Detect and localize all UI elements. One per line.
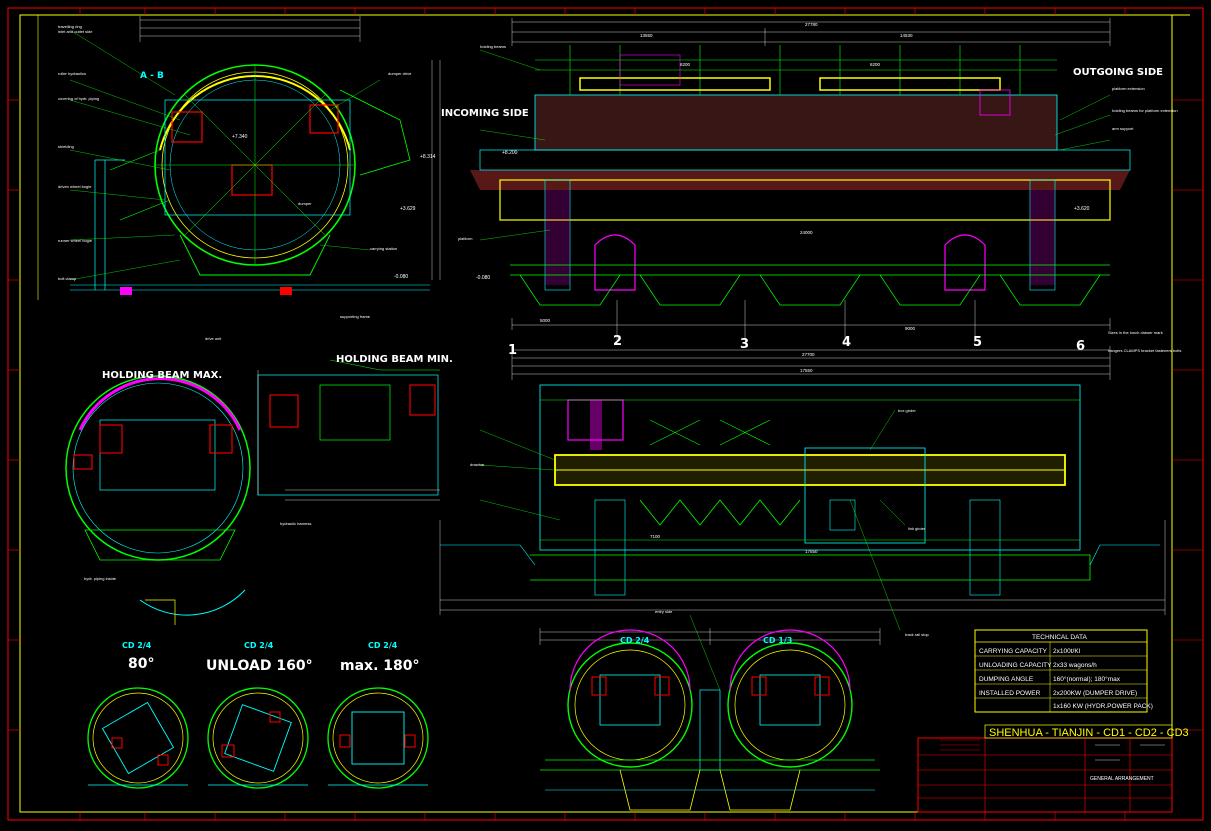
cross-section-a-b (37, 15, 441, 300)
callout-14: holding beams for platform extension (1112, 108, 1178, 113)
callout-4: covering of hydr. piping (58, 96, 99, 101)
section-marker: A - B (140, 71, 164, 81)
dim-10: 17550 (805, 549, 818, 554)
holding-beam-max-view (65, 375, 251, 625)
tech-row-5-value: 1x160 KW (HYDR.POWER PACK) (1053, 703, 1153, 710)
callout-1: travelling ring (58, 24, 82, 29)
axis-number-6: 6 (1076, 339, 1085, 354)
callout-16: track rail stop (905, 632, 930, 637)
tech-row-1-label: CARRYING CAPACITY (979, 648, 1048, 655)
tech-row-1-value: 2x100t/Kl (1053, 648, 1081, 655)
position-1-cd: CD 2/4 (122, 641, 152, 650)
weights-note: Sizes in the lunch drawer mark (1108, 330, 1163, 335)
callout-5: shielding (58, 144, 74, 149)
holding-beam-max-label: HOLDING BEAM MAX. (102, 370, 222, 381)
tech-row-4-label: INSTALLED POWER (979, 690, 1041, 697)
dim-6: 5000 (540, 318, 551, 323)
callout-12: hydraulic harness (280, 521, 311, 526)
dim-1: 13550 (640, 33, 653, 38)
callout-2: inlet and outlet side (58, 29, 93, 34)
elevation-7: -0.080 (476, 275, 490, 281)
callout-8: bolt clamp (58, 276, 77, 281)
elevation-6: +3.620 (1074, 206, 1090, 212)
position-1-angle: 80° (128, 656, 154, 672)
callout-13: hydr. piping inside (84, 576, 117, 581)
axis-number-3: 3 (740, 337, 749, 352)
callout-19: dumper (298, 201, 312, 206)
holding-beam-min-label: HOLDING BEAM MIN. (336, 354, 453, 365)
dim-2: 14530 (900, 33, 913, 38)
position-2-angle: UNLOAD 160° (206, 658, 313, 674)
axis-number-5: 5 (973, 335, 982, 350)
callout-25: drawbar (470, 462, 485, 467)
tech-row-4-value: 2x200KW (DUMPER DRIVE) (1053, 690, 1137, 697)
bottom-left-cd: CD 2/4 (620, 636, 650, 645)
elevation-5: +8.200 (502, 150, 518, 156)
callout-9: holding beams (480, 44, 506, 49)
holding-beam-min-view (257, 359, 440, 501)
callout-17: platform extension (1112, 86, 1145, 91)
callout-11: carrying station (370, 246, 397, 251)
position-view-labels: CD 2/4 80° CD 2/4 UNLOAD 160° CD 2/4 max… (122, 636, 792, 674)
items-note: hangers CLAMPS bracket fasteners bolts (1108, 348, 1181, 353)
dim-4: 6200 (870, 62, 881, 67)
callout-10: dumper drive (388, 71, 412, 76)
elevation-marks: +7.340 +8.314 +3.629 -0.080 +8.200 +3.62… (232, 134, 1090, 281)
callout-23: supporting frame (340, 314, 371, 319)
callout-15: box girder (898, 408, 916, 413)
callout-7: runner wheel bogie (58, 238, 93, 243)
callout-18: arm support (1112, 126, 1134, 131)
view-titles: INCOMING SIDE OUTGOING SIDE HOLDING BEAM… (102, 67, 1163, 381)
position-2-cd: CD 2/4 (244, 641, 274, 650)
axis-numbers: 1 2 3 4 5 6 (508, 334, 1085, 358)
side-elevation (470, 18, 1131, 340)
axis-number-2: 2 (613, 334, 622, 349)
technical-data-text: TECHNICAL DATA CARRYING CAPACITY 2x100t/… (979, 634, 1153, 710)
dim-3: 6200 (680, 62, 691, 67)
callout-24: entry side (655, 609, 673, 614)
callout-6: driven wheel bogie (58, 184, 92, 189)
incoming-side-label: INCOMING SIDE (441, 108, 529, 119)
title-block (917, 724, 1173, 813)
plan-view (439, 346, 1166, 631)
outgoing-side-label: OUTGOING SIDE (1073, 67, 1163, 78)
title-block-text: SHENHUA - TIANJIN - CD1 - CD2 - CD3 GENE… (989, 727, 1189, 782)
drawing-frame (7, 7, 1204, 821)
technical-data-table (974, 629, 1148, 713)
dim-top-total: 27780 (805, 22, 818, 27)
elevation-1: +7.340 (232, 134, 248, 140)
callout-21: link girder (908, 526, 926, 531)
dumping-position-views (87, 687, 429, 789)
twin-dumper-end-view (539, 614, 881, 811)
dimension-texts: 27780 27700 13550 14530 6200 6200 17550 … (540, 22, 916, 554)
tech-row-2-label: UNLOADING CAPACITY (979, 662, 1052, 669)
drawing-name: GENERAL ARRANGEMENT (1090, 776, 1154, 782)
dim-mid-total: 27700 (802, 352, 815, 357)
callout-20: drive unit (205, 336, 222, 341)
callout-3: roller hydraulics (58, 71, 86, 76)
callout-labels: travelling ring inlet and outlet side ro… (58, 24, 1181, 637)
axis-number-1: 1 (508, 343, 517, 358)
tech-row-2-value: 2x33 wagons/h (1053, 662, 1097, 669)
elevation-2: +8.314 (420, 154, 436, 160)
tech-row-3-label: DUMPING ANGLE (979, 676, 1034, 683)
bottom-right-cd: CD 1/3 (763, 636, 792, 645)
project-title: SHENHUA - TIANJIN - CD1 - CD2 - CD3 (989, 727, 1189, 739)
position-3-angle: max. 180° (340, 658, 419, 674)
callout-22: platform (458, 236, 473, 241)
dim-8: 24000 (800, 230, 813, 235)
elevation-4: -0.080 (394, 274, 408, 280)
dim-7: 7100 (650, 534, 661, 539)
position-3-cd: CD 2/4 (368, 641, 398, 650)
axis-number-4: 4 (842, 335, 851, 350)
tech-data-title: TECHNICAL DATA (1032, 634, 1087, 641)
elevation-3: +3.629 (400, 206, 416, 212)
dim-5: 17550 (800, 368, 813, 373)
dim-9: 9000 (905, 326, 916, 331)
tech-row-3-value: 160°(normal); 180°max (1053, 675, 1121, 683)
